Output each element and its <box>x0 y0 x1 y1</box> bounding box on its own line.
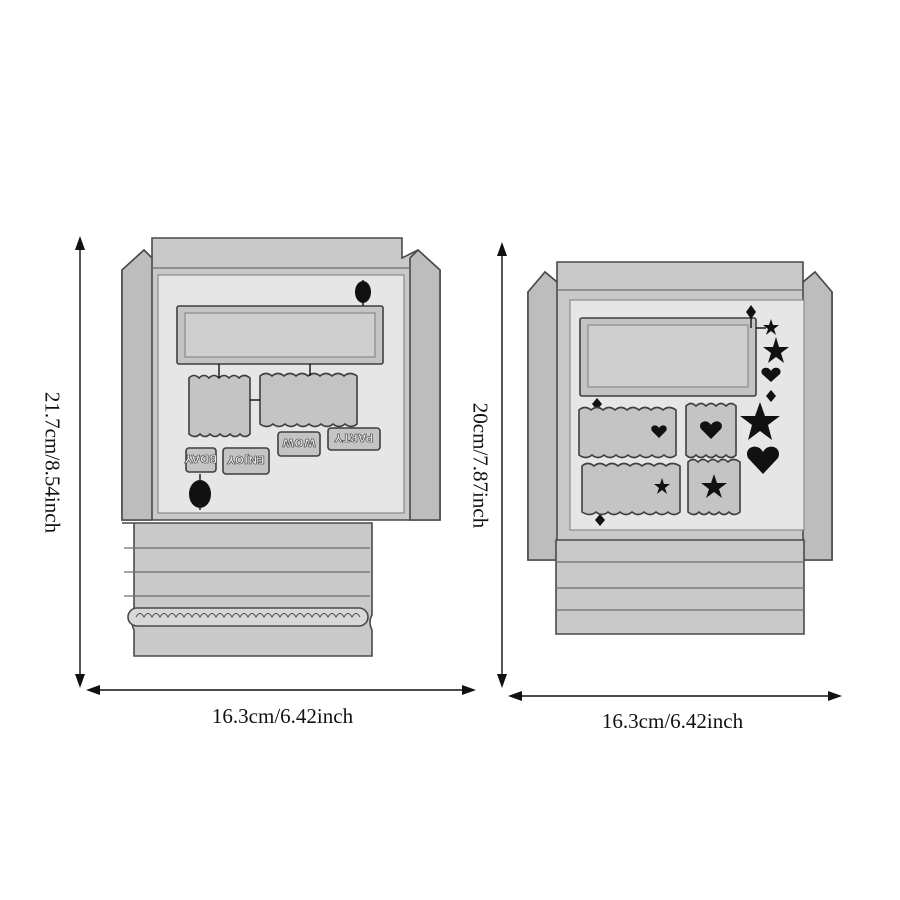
right-side-flap-left <box>527 270 558 561</box>
right-width-arrow <box>508 691 842 701</box>
right-height-arrow <box>497 242 507 688</box>
left-side-flap-left <box>121 248 153 521</box>
left-bottom-box <box>122 522 373 657</box>
word-enjoy: ENJOY <box>226 453 265 466</box>
right-height-label: 20cm/7.87inch <box>468 402 493 529</box>
spade-icon <box>746 305 756 319</box>
star-icon-large <box>740 402 780 440</box>
star-icon <box>654 478 670 494</box>
word-bday: BDAY <box>184 452 218 465</box>
star-icon-2 <box>701 474 727 498</box>
spade-icon-4 <box>766 390 776 402</box>
heart-icon-2 <box>700 421 722 439</box>
right-bottom-box <box>555 539 805 635</box>
left-width-label: 16.3cm/6.42inch <box>211 704 354 728</box>
left-height-label: 21.7cm/8.54inch <box>40 391 65 534</box>
star-icon-medium <box>763 337 789 363</box>
left-width-arrow <box>86 685 476 695</box>
word-party: PARTY <box>333 431 373 444</box>
left-stamp-rect <box>259 372 358 428</box>
star-icon-small <box>763 319 779 335</box>
heart-icon-large <box>746 446 780 474</box>
left-stamp-square <box>188 374 251 438</box>
left-height-arrow <box>75 236 85 688</box>
heart-icon-small <box>761 367 781 382</box>
left-die-set: BDAY ENJOY WOW PARTY <box>121 237 441 657</box>
right-stamp-rect-1 <box>578 406 677 459</box>
spade-icon-3 <box>595 514 605 526</box>
heart-icon <box>651 425 667 438</box>
right-stamp-rect-2 <box>581 462 681 516</box>
right-width-label: 16.3cm/6.42inch <box>601 709 744 733</box>
right-side-flap-right <box>802 270 833 561</box>
left-side-flap-right <box>409 248 441 521</box>
word-dies: BDAY ENJOY WOW PARTY <box>183 427 381 475</box>
right-die-set <box>527 261 833 635</box>
word-wow: WOW <box>282 436 316 449</box>
spade-icon-2 <box>592 398 602 410</box>
